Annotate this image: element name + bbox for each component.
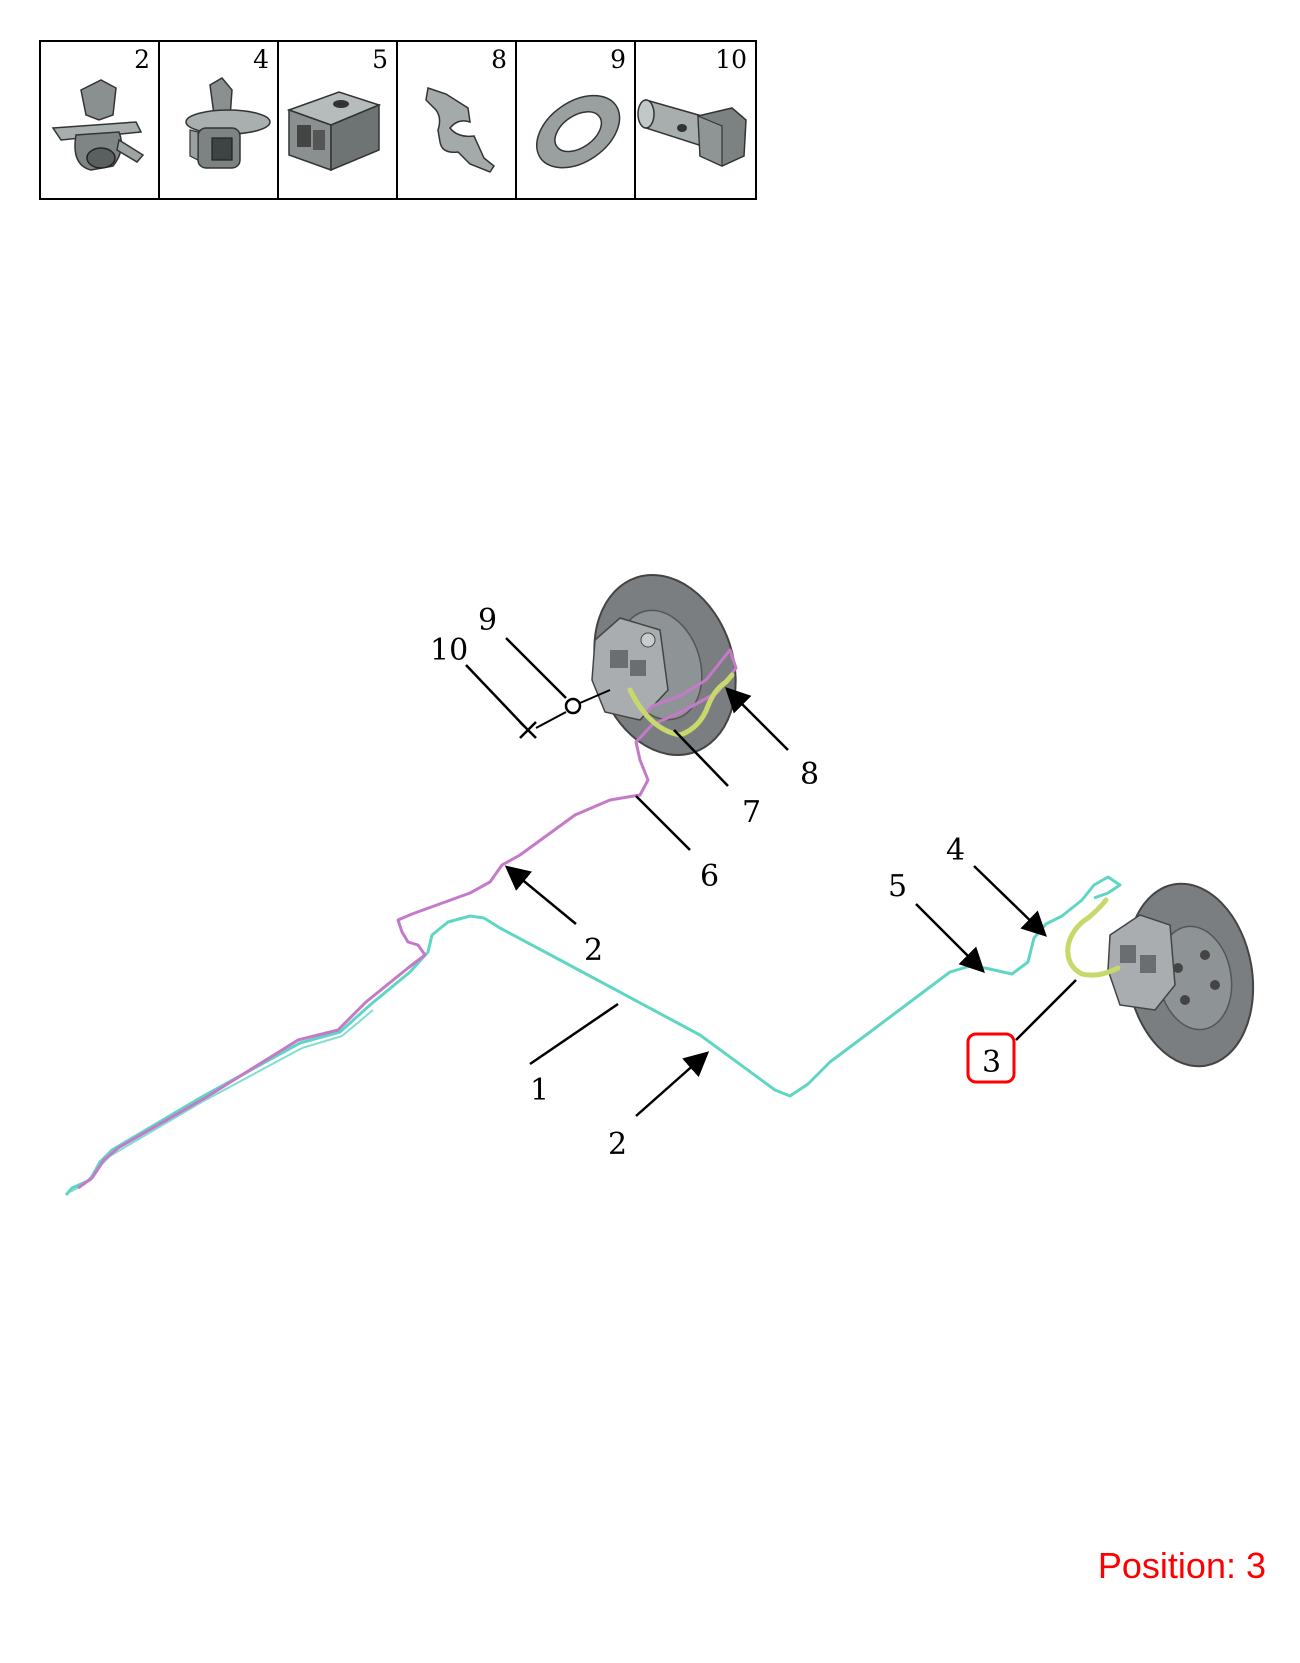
leader-10: [465, 664, 525, 727]
rear-brake-hose: [1065, 897, 1121, 978]
front-brake-assembly: [591, 574, 737, 756]
callout-1[interactable]: 1: [530, 1073, 549, 1108]
front-brake-hose: [627, 672, 735, 738]
bracket-block-icon: [286, 91, 382, 172]
parts-strip: 2 4 5 8: [39, 40, 757, 200]
spring-clip-icon: [425, 87, 496, 173]
part-number: 5: [372, 45, 388, 74]
part-cell-2[interactable]: 2: [41, 42, 160, 198]
part-cell-9[interactable]: 9: [517, 42, 636, 198]
rear-brake-assembly: [1107, 882, 1255, 1068]
callout-3[interactable]: 3: [982, 1045, 1001, 1080]
part-number: 4: [253, 45, 269, 74]
callout-10[interactable]: 10: [430, 633, 468, 668]
part-number: 9: [610, 45, 626, 74]
callout-3-highlight: [966, 1032, 1016, 1084]
part-number: 8: [491, 45, 507, 74]
part-cell-5[interactable]: 5: [279, 42, 398, 198]
leader-6: [635, 795, 691, 851]
callout-9[interactable]: 9: [478, 603, 497, 638]
winged-clip-icon: [185, 77, 271, 169]
part-cell-4[interactable]: 4: [160, 42, 279, 198]
push-clip-icon: [51, 79, 145, 171]
leader-8: [725, 687, 789, 751]
callout-7[interactable]: 7: [742, 795, 761, 830]
callout-8[interactable]: 8: [800, 757, 819, 792]
callout-4[interactable]: 4: [946, 833, 965, 868]
callout-2-upper[interactable]: 2: [584, 933, 603, 968]
leader-9: [505, 637, 567, 699]
leader-3: [1015, 979, 1077, 1041]
part-cell-8[interactable]: 8: [398, 42, 517, 198]
cyan-brake-line: [64, 875, 1122, 1196]
position-label: Position: 3: [1097, 1545, 1266, 1586]
magenta-brake-line: [77, 648, 738, 1190]
callout-2-lower[interactable]: 2: [608, 1127, 627, 1162]
part-cell-10[interactable]: 10: [636, 42, 755, 198]
banjo-bolt-icon: [637, 99, 747, 167]
leader-5: [915, 903, 985, 973]
leader-1: [529, 1002, 619, 1066]
part-number: 2: [134, 45, 150, 74]
washer-marker: [564, 697, 582, 715]
callout-6[interactable]: 6: [700, 859, 719, 894]
leader-2-upper: [504, 865, 577, 925]
washer-icon: [535, 94, 621, 169]
leader-7: [673, 729, 729, 787]
callout-5[interactable]: 5: [888, 869, 907, 904]
leader-4: [973, 865, 1047, 937]
leader-2-lower: [635, 1051, 710, 1117]
part-number: 10: [715, 45, 747, 74]
